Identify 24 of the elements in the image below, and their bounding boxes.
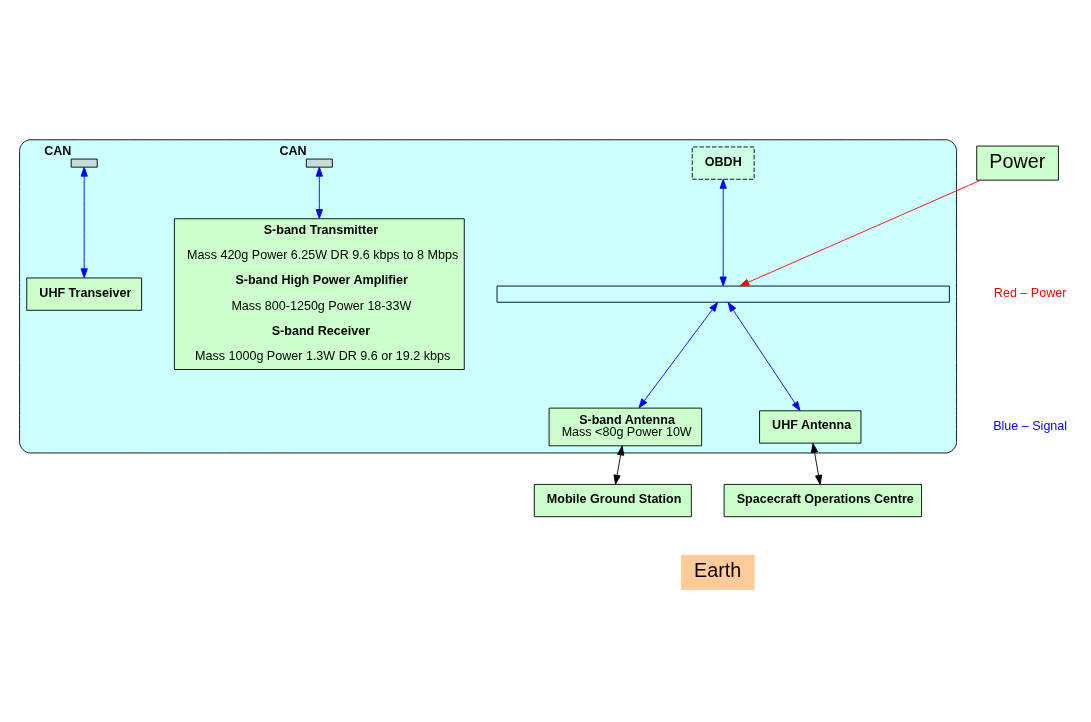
- node-box: [305, 158, 333, 168]
- node-box: UHF Antenna: [759, 410, 862, 444]
- node-box: Mobile Ground Station: [533, 483, 692, 518]
- node-box: S-band Transmitter Mass 420g Power 6.25W DR 9.6 kbps to 8 Mbps S-band High Power Amplifier Mass 800-1250g Power 18-33W S-band Receiver Mass 1000g Power 1.3W DR 9.6 or 19.2 kbps: [173, 218, 465, 370]
- node-label: CAN: [44, 143, 72, 158]
- node-box: [70, 158, 98, 168]
- arrow: [739, 179, 982, 287]
- arrow: [638, 302, 719, 409]
- arrow: [810, 443, 823, 485]
- arrow: [719, 178, 727, 287]
- node-box: UHF Transeiver: [26, 277, 143, 311]
- node-box: Earth: [681, 554, 755, 590]
- arrow: [315, 166, 323, 219]
- node-box: OBDH: [691, 146, 755, 180]
- node-bar: [496, 285, 950, 303]
- arrow: [613, 445, 625, 485]
- legend-label: Blue – Signal: [993, 419, 1068, 434]
- node-box: S-band Antenna Mass <80g Power 10W: [548, 407, 703, 447]
- node-box: Power: [976, 145, 1059, 181]
- legend-label: Red – Power: [993, 286, 1067, 301]
- arrow: [727, 302, 801, 412]
- node-label: CAN: [279, 143, 307, 158]
- node-box: Spacecraft Operations Centre: [723, 483, 922, 518]
- arrow: [80, 166, 88, 279]
